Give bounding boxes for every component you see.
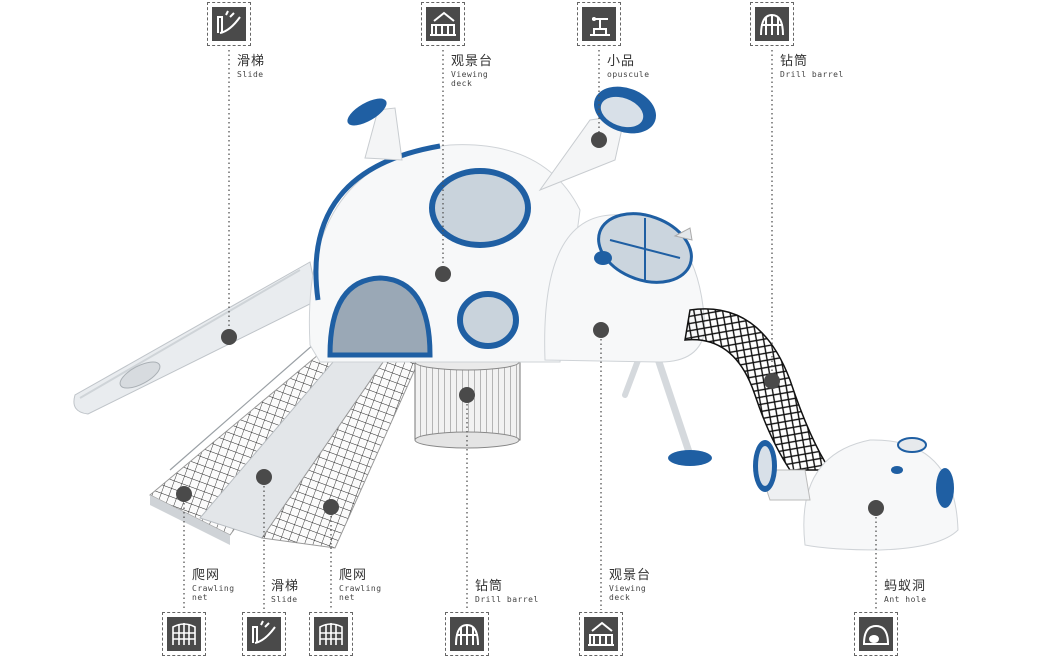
label-top-drill: 钻筒 Drill barrel [780, 54, 844, 79]
label-en: Viewing [609, 583, 647, 593]
label-en: Ant hole [884, 594, 927, 604]
label-en: net [192, 593, 208, 603]
drill-barrel-icon [750, 2, 794, 46]
label-en: Drill barrel [475, 594, 539, 604]
label-cn: 钻筒 [475, 579, 504, 594]
label-cn: 爬网 [192, 568, 221, 583]
label-en: deck [609, 593, 631, 603]
viewing-deck-icon [421, 2, 465, 46]
label-cn: 滑梯 [237, 54, 266, 69]
label-en: Slide [237, 69, 264, 79]
ant-hole-icon [854, 612, 898, 656]
crawling-net-icon [309, 612, 353, 656]
legs [622, 346, 712, 466]
label-top-viewing: 观景台 Viewing deck [451, 54, 494, 89]
label-cn: 观景台 [451, 54, 494, 69]
label-en: Crawling [192, 583, 235, 593]
label-en: Drill barrel [780, 69, 844, 79]
label-bot-slide: 滑梯 Slide [271, 579, 300, 604]
viewing-deck-icon [579, 612, 623, 656]
opuscule-icon [577, 2, 621, 46]
label-bot-viewing: 观景台 Viewing deck [609, 568, 652, 603]
label-top-opuscule: 小品 opuscule [607, 54, 650, 79]
crawl-slide-group [149, 329, 421, 549]
label-en: deck [451, 79, 473, 89]
ant-hole [753, 437, 959, 551]
label-en: Crawling [339, 583, 382, 593]
label-cn: 滑梯 [271, 579, 300, 594]
label-cn: 小品 [607, 54, 636, 69]
label-cn: 爬网 [339, 568, 368, 583]
tube-slide [73, 261, 319, 415]
slide-icon [242, 612, 286, 656]
rear-dome [544, 212, 706, 363]
leader-lines [183, 50, 877, 610]
label-cn: 观景台 [609, 568, 652, 583]
label-en: Viewing [451, 69, 489, 79]
slide-icon [207, 2, 251, 46]
label-bot-drill: 钻筒 Drill barrel [475, 579, 539, 604]
label-en: net [339, 593, 355, 603]
label-cn: 钻筒 [780, 54, 809, 69]
label-bot-crawl1: 爬网 Crawling net [192, 568, 235, 603]
marker-dots [176, 132, 884, 516]
label-bot-crawl2: 爬网 Crawling net [339, 568, 382, 603]
drill-barrel-icon [445, 612, 489, 656]
label-top-slide: 滑梯 Slide [237, 54, 266, 79]
crawling-net-icon [162, 612, 206, 656]
label-en: opuscule [607, 69, 650, 79]
label-bot-ant: 蚂蚁洞 Ant hole [884, 579, 927, 604]
label-en: Slide [271, 594, 298, 604]
label-cn: 蚂蚁洞 [884, 579, 927, 594]
